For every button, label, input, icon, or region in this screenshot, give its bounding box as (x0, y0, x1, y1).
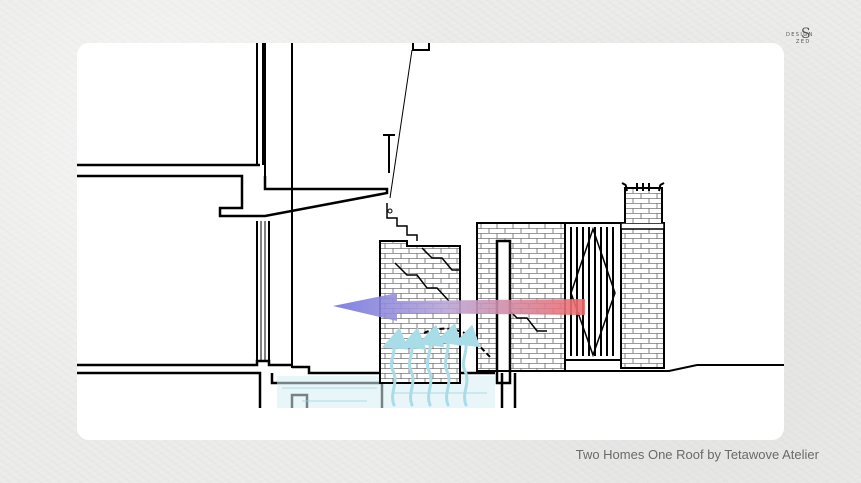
upper-slab (77, 163, 389, 218)
ground-line (495, 364, 784, 372)
logo-text-bottom: ZED (796, 39, 811, 45)
water-lines (282, 387, 487, 402)
rising-air-arrows (381, 323, 481, 407)
brand-logo: DESIGN S ZED (784, 22, 828, 48)
main-walls (256, 43, 293, 368)
logo-mark: S (801, 26, 811, 42)
roof-tie (383, 43, 430, 214)
jaali-screen (564, 222, 622, 361)
brick-wall-right (476, 222, 566, 372)
section-drawing (77, 43, 784, 408)
airflow-arrow (333, 293, 585, 321)
brick-pier (620, 182, 665, 369)
image-caption: Two Homes One Roof by Tetawove Atelier (575, 447, 819, 462)
logo-text-top: DESIGN (786, 32, 814, 38)
diagram-card (77, 43, 784, 440)
